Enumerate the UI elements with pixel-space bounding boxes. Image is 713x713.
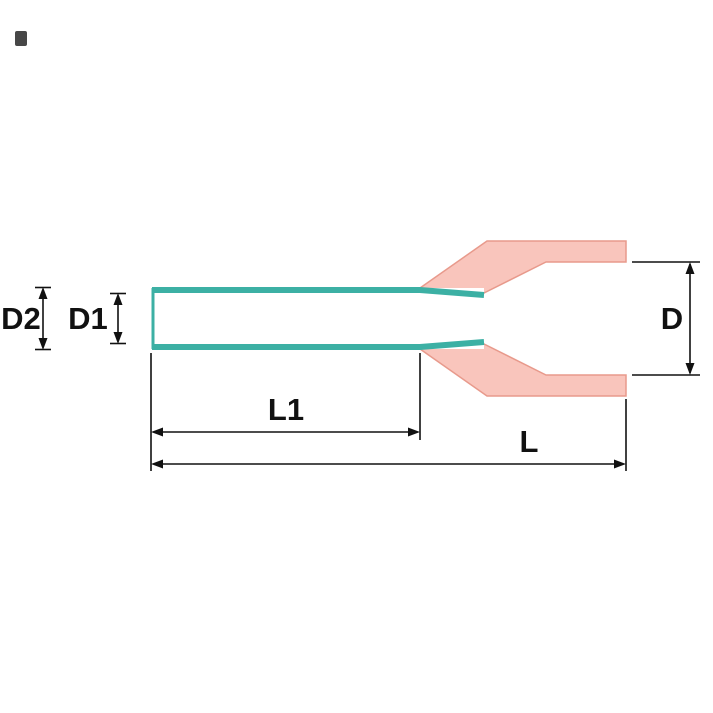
dim-l-arrow-right xyxy=(614,459,626,469)
tube-outline-bottom xyxy=(152,339,485,350)
dim-d-arrow-up xyxy=(685,262,695,274)
label-d: D xyxy=(661,301,683,336)
dim-d1-arrow-up xyxy=(113,293,123,305)
dim-d1-arrow-down xyxy=(113,332,123,344)
label-d1: D1 xyxy=(68,301,108,336)
dim-d-arrow-down xyxy=(685,363,695,375)
corner-artifact xyxy=(15,31,27,46)
dim-d2-arrow-up xyxy=(38,287,48,299)
dim-l1-arrow-left xyxy=(151,427,163,437)
dim-d2-arrow-down xyxy=(38,338,48,350)
label-l1: L1 xyxy=(268,392,304,427)
tube-body xyxy=(151,288,484,349)
dim-l-arrow-left xyxy=(151,459,163,469)
tube-outline-top xyxy=(152,287,485,298)
label-d2: D2 xyxy=(1,301,41,336)
label-l: L xyxy=(520,424,539,459)
dim-l1-arrow-right xyxy=(408,427,420,437)
collar-bore xyxy=(484,262,626,375)
